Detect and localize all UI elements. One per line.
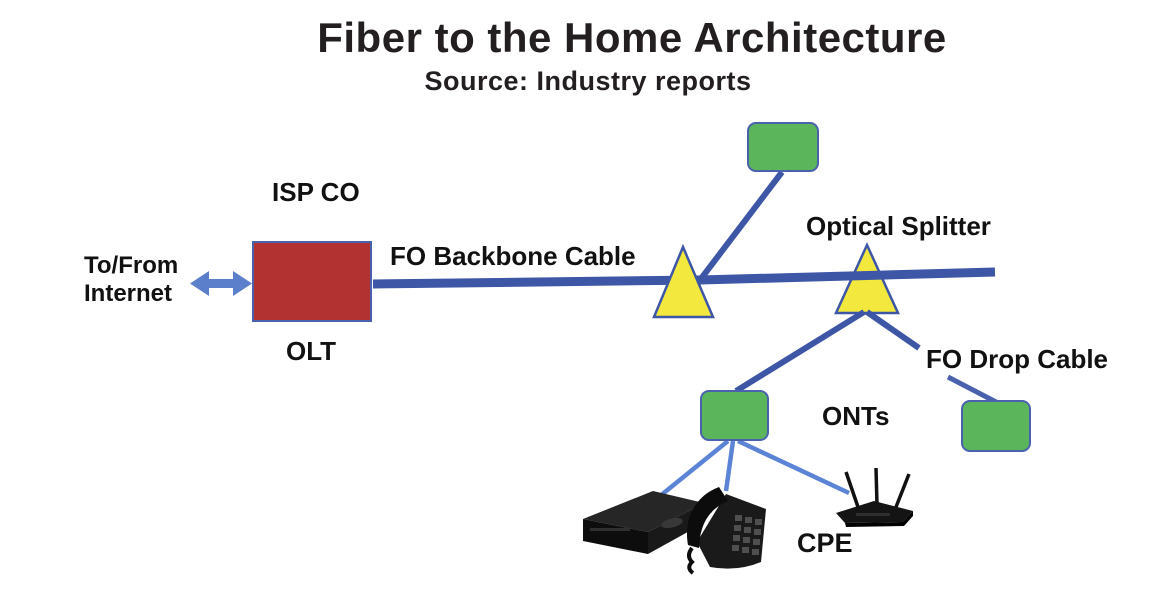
diagram-subtitle: Source: Industry reports bbox=[424, 66, 752, 96]
splitter2-drop-cable-line bbox=[865, 309, 921, 351]
olt-label: OLT bbox=[286, 336, 337, 366]
internet-double-arrow-icon bbox=[190, 271, 252, 296]
wifi-router-icon bbox=[836, 467, 913, 527]
diagram-title: Fiber to the Home Architecture bbox=[317, 14, 947, 61]
drop-cable-to-ont-right-line bbox=[946, 374, 1000, 406]
set-top-box-icon bbox=[583, 491, 712, 554]
ont-box-left bbox=[700, 390, 769, 441]
to-from-internet-label: To/From Internet bbox=[84, 252, 178, 309]
ont-to-cpe-lines bbox=[658, 438, 850, 498]
ont-box-top bbox=[747, 122, 819, 172]
optical-splitter-1-triangle bbox=[652, 243, 715, 319]
fo-drop-cable-label: FO Drop Cable bbox=[926, 344, 1109, 374]
optical-splitter-label: Optical Splitter bbox=[806, 211, 991, 241]
isp-co-label: ISP CO bbox=[272, 177, 360, 207]
cpe-label: CPE bbox=[797, 528, 853, 558]
to-from-internet-line2: Internet bbox=[84, 280, 173, 308]
fo-backbone-cable-label: FO Backbone Cable bbox=[390, 241, 636, 271]
splitter2-to-ont-left-line bbox=[734, 309, 866, 394]
splitter1-to-ont-top-line bbox=[697, 170, 785, 282]
olt-box bbox=[252, 241, 372, 322]
telephone-icon bbox=[686, 487, 766, 575]
onts-label: ONTs bbox=[822, 401, 890, 431]
to-from-internet-line1: To/From bbox=[84, 252, 179, 279]
ont-box-right bbox=[961, 400, 1031, 452]
